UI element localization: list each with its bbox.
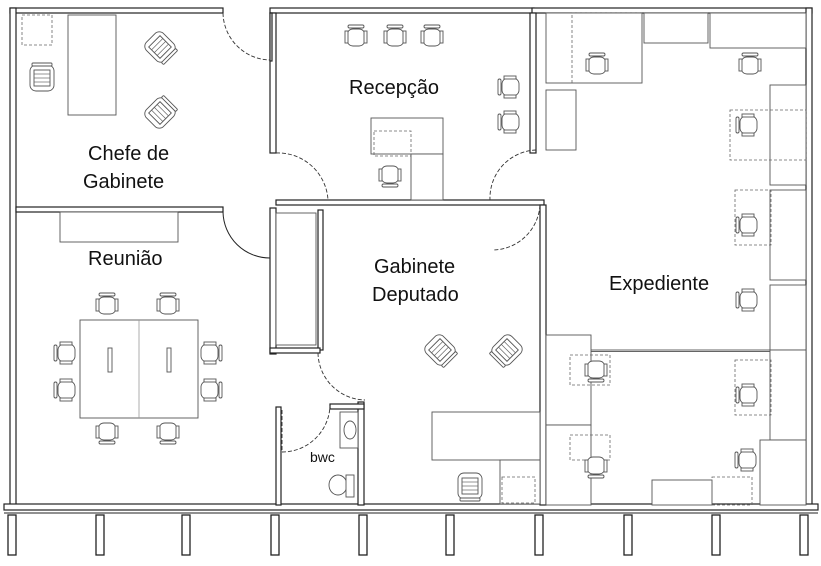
gabinete-furniture [275, 212, 541, 505]
recepcao-furniture [344, 24, 520, 201]
room-label-chefe-line2: Gabinete [83, 171, 164, 193]
chefe-furniture [21, 14, 180, 243]
room-label-gabinete-line2: Deputado [372, 284, 459, 306]
room-label-chefe-line1: Chefe de [88, 143, 169, 165]
room-label-reuniao: Reunião [88, 248, 163, 270]
room-label-expediente: Expediente [609, 273, 709, 295]
door-swings [222, 12, 541, 453]
outer-walls [3, 7, 819, 514]
room-label-gabinete-line1: Gabinete [374, 256, 455, 278]
facade-piers [7, 514, 809, 556]
room-label-recepcao: Recepção [349, 77, 439, 99]
room-label-bwc: bwc [310, 449, 335, 465]
bwc-fixtures [328, 411, 359, 498]
reuniao-furniture [53, 292, 223, 445]
expediente-furniture [545, 12, 807, 506]
